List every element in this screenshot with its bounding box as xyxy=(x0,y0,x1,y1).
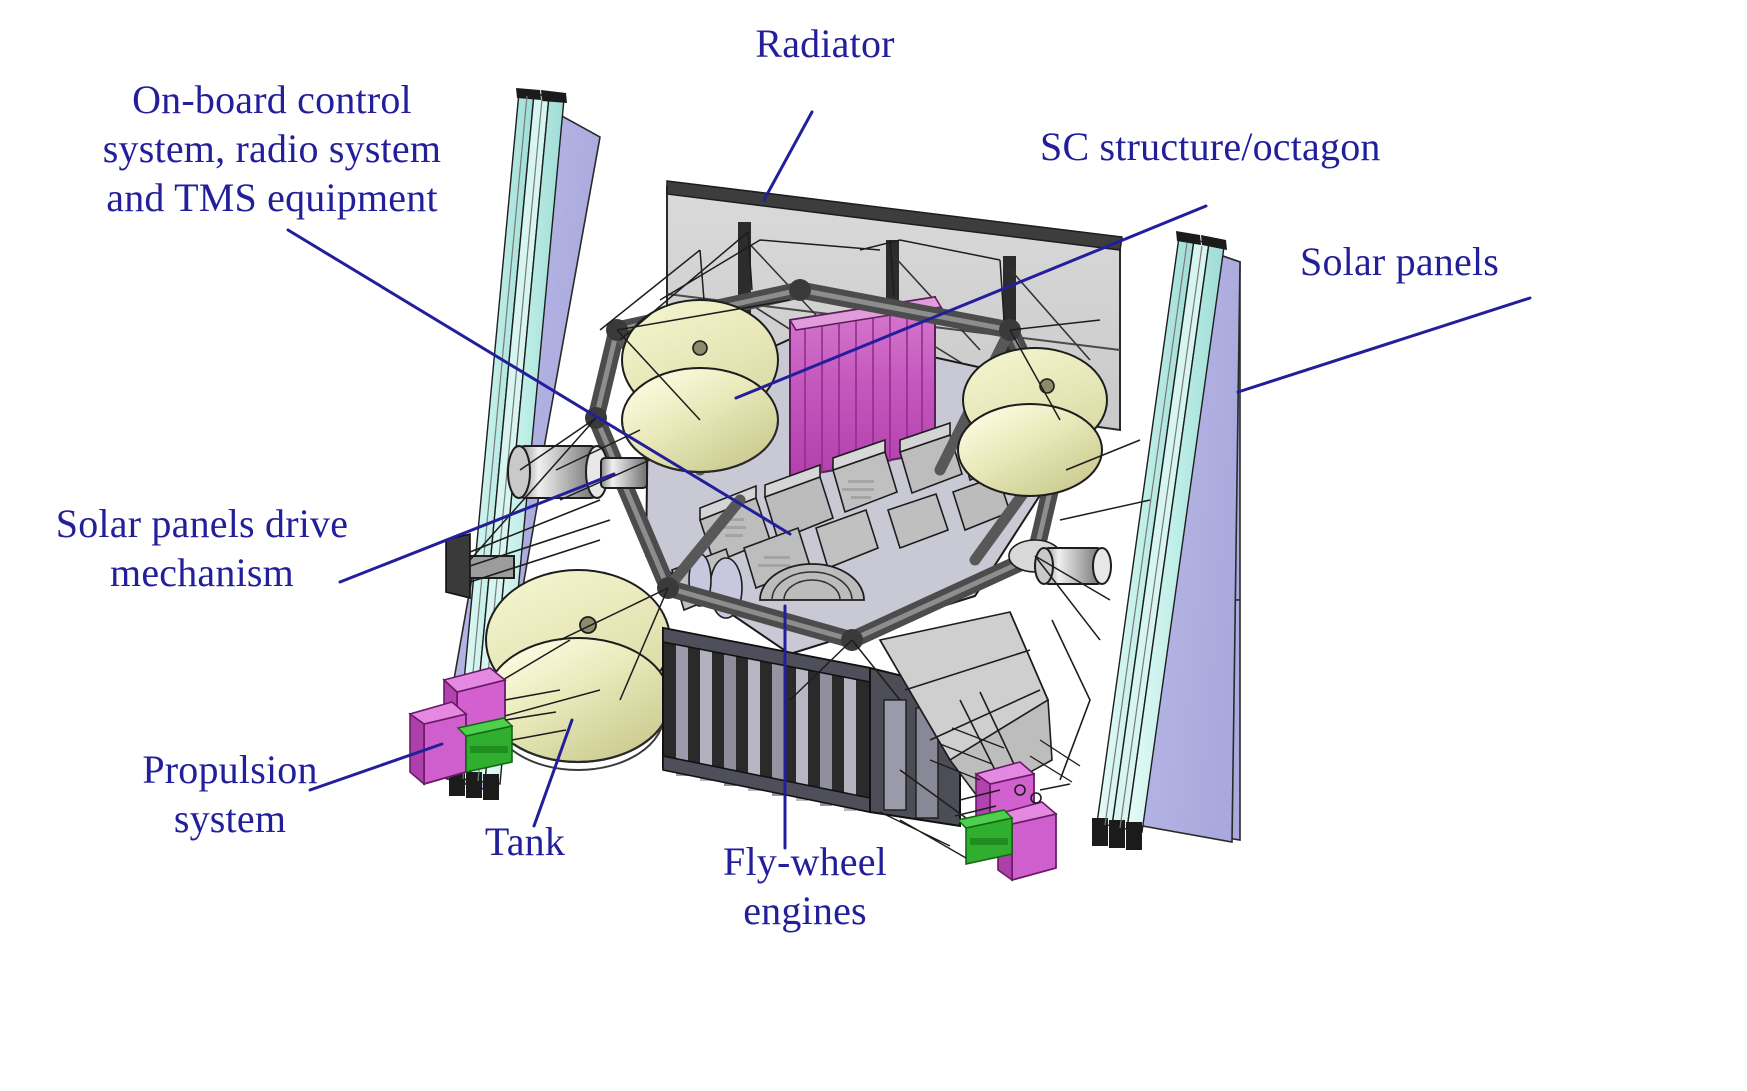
tank-upper-right xyxy=(957,347,1108,497)
propulsion-cluster-right xyxy=(954,761,1071,882)
label-radiator: Radiator xyxy=(755,21,895,66)
leader-sc-structure xyxy=(734,204,1208,400)
tank-upper-left xyxy=(621,299,779,473)
leader-spdm xyxy=(338,472,616,584)
lower-right-detail-hatch xyxy=(879,727,1081,859)
leader-onboard xyxy=(286,228,792,536)
fly-wheel-engines xyxy=(662,626,961,828)
propulsion-cluster-left xyxy=(408,667,567,786)
label-tank: Tank xyxy=(484,819,566,864)
label-solar-panels-drive-mechanism: Solar panels drive mechanism xyxy=(55,501,349,595)
solar-panel-drive-mechanism-right xyxy=(1034,547,1112,585)
label-propulsion-system: Propulsion system xyxy=(142,747,318,841)
leader-lines xyxy=(286,110,1532,850)
leader-radiator xyxy=(762,110,814,202)
label-solar-panels: Solar panels xyxy=(1300,239,1500,284)
leader-propulsion xyxy=(308,742,444,792)
support-struts xyxy=(469,231,1151,721)
label-sc-structure-octagon: SC structure/octagon xyxy=(1040,124,1381,169)
label-on-board-control-system: On-board control system, radio system an… xyxy=(102,77,442,220)
leader-tank xyxy=(532,718,574,828)
label-fly-wheel-engines: Fly-wheel engines xyxy=(723,839,887,933)
leader-solar-panels xyxy=(1236,296,1532,394)
solar-panel-right xyxy=(1092,231,1241,850)
solar-panel-drive-mechanism-left xyxy=(445,445,648,600)
